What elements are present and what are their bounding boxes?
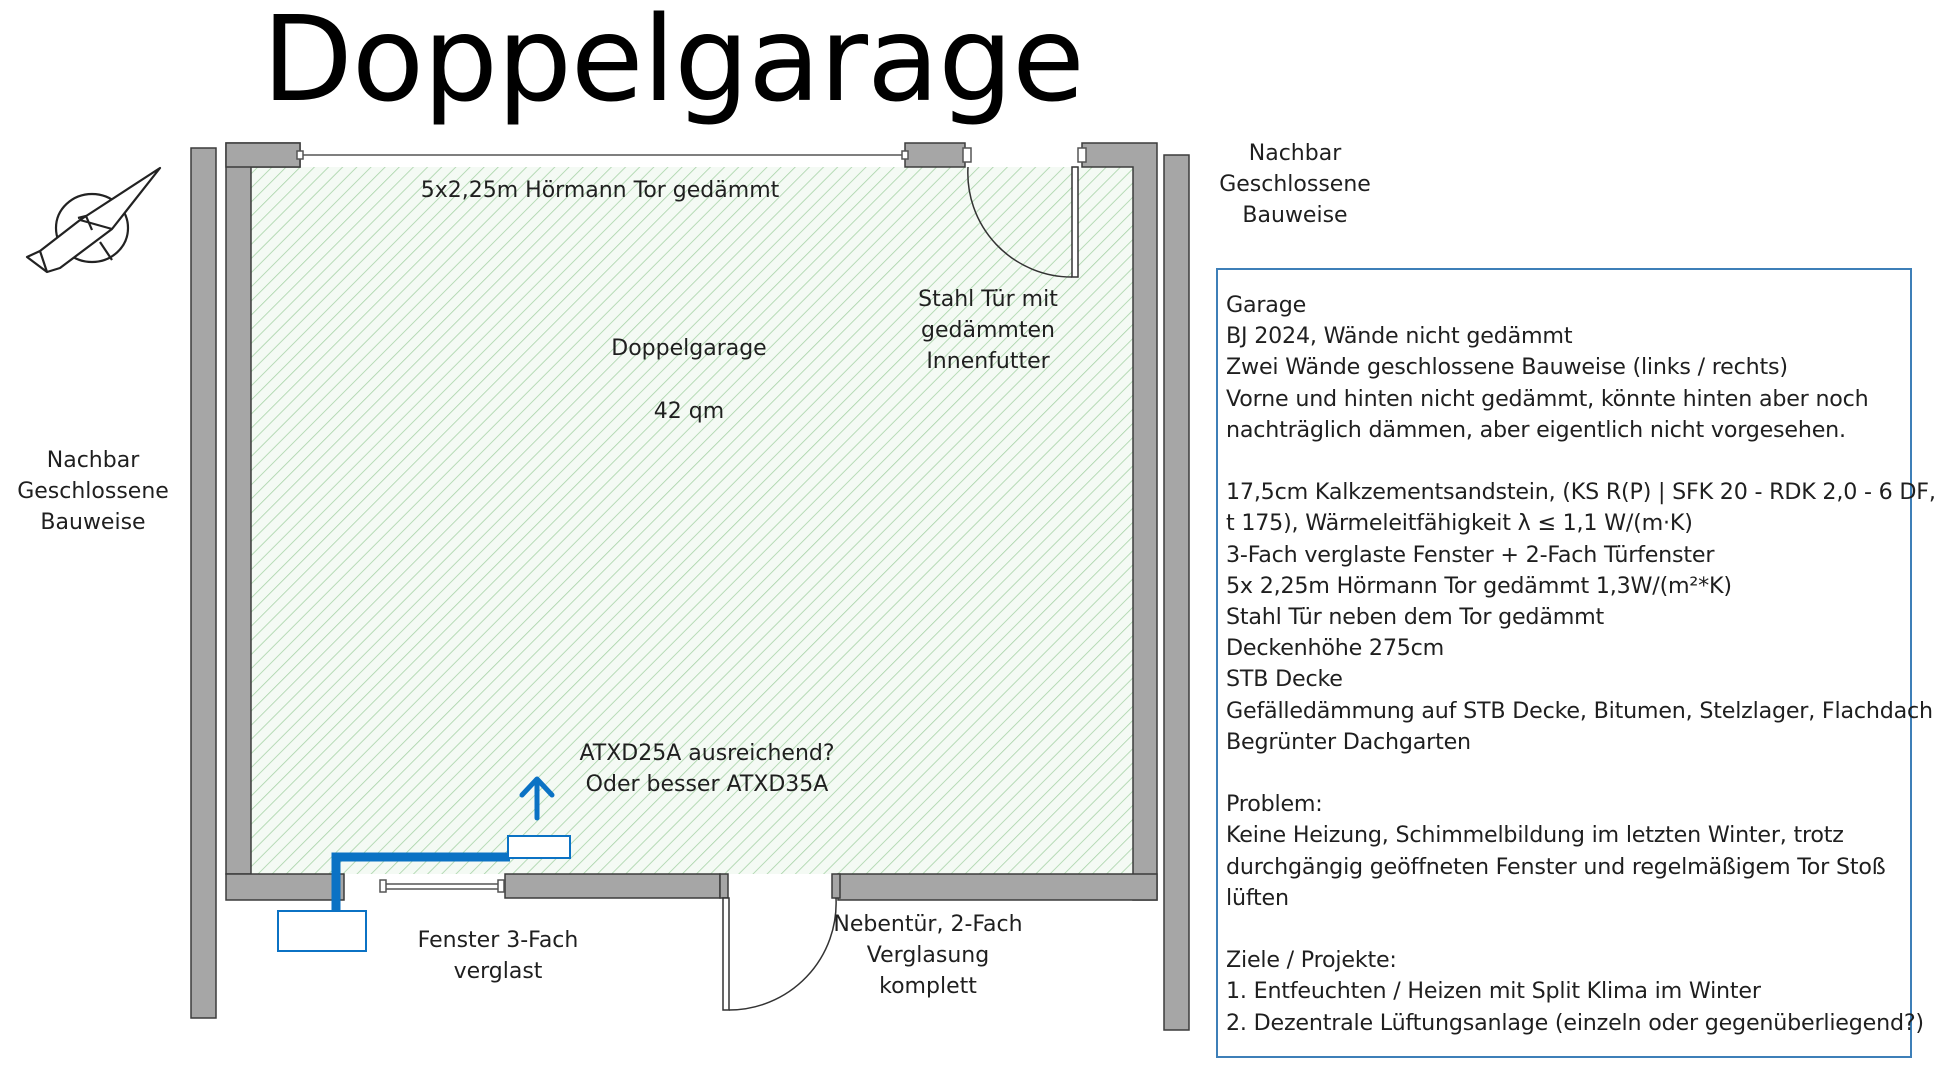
info-line: Ziele / Projekte: <box>1226 947 1397 974</box>
split-ac-system <box>277 776 571 952</box>
airflow-up-arrow-icon <box>519 776 555 821</box>
info-line <box>1226 914 1910 945</box>
room-name-label: Doppelgarage <box>611 336 767 361</box>
steel-door-swing <box>967 166 1079 278</box>
info-line: Gefälledämmung auf STB Decke, Bitumen, S… <box>1226 697 1933 724</box>
info-line: BJ 2024, Wände nicht gedämmt <box>1226 323 1573 350</box>
info-line: 5x 2,25m Hörmann Tor gedämmt 1,3W/(m²*K) <box>1226 572 1732 599</box>
neighbor-wall-right <box>1163 154 1190 1031</box>
gate-post-right <box>904 142 966 168</box>
garage-walls <box>225 142 1158 901</box>
info-line: Begrünter Dachgarten <box>1226 728 1471 755</box>
info-line: Stahl Tür neben dem Tor gedämmt <box>1226 604 1605 631</box>
bottom-left-wall <box>225 873 345 901</box>
info-line: 3-Fach verglaste Fenster + 2-Fach Türfen… <box>1226 541 1715 568</box>
info-line: 1. Entfeuchten / Heizen mit Split Klima … <box>1226 978 1761 1005</box>
bottom-right-wall <box>837 873 1158 901</box>
info-line: nachträglich dämmen, aber eigentlich nic… <box>1226 416 1846 443</box>
neighbor-left-label: Nachbar Geschlossene Bauweise <box>17 448 169 535</box>
gate-post-left <box>225 142 301 168</box>
info-line <box>1226 446 1910 477</box>
info-line: durchgängig geöffneten Fenster und regel… <box>1226 853 1886 880</box>
outdoor-unit <box>277 910 367 952</box>
ac-question-label: ATXD25A ausreichend? Oder besser ATXD35A <box>579 741 835 797</box>
page-title: Doppelgarage <box>262 0 1085 128</box>
compass-north-arrow-icon <box>25 166 162 274</box>
steel-door-label: Stahl Tür mit gedämmten Innenfutter <box>918 287 1058 374</box>
info-line: Garage <box>1226 292 1307 318</box>
refrigerant-pipe <box>331 852 510 914</box>
indoor-unit <box>507 835 571 859</box>
info-line: STB Decke <box>1226 666 1343 693</box>
window-label: Fenster 3-Fach verglast <box>417 928 579 984</box>
info-line: Problem: <box>1226 791 1323 818</box>
door-jamb-left <box>719 873 729 899</box>
info-line: Vorne und hinten nicht gedämmt, könnte h… <box>1226 385 1869 412</box>
neighbor-right-label: Nachbar Geschlossene Bauweise <box>1219 141 1371 228</box>
window-opening <box>379 879 505 893</box>
room-area-label: 42 qm <box>653 399 725 424</box>
gate-label: 5x2,25m Hörmann Tor gedämmt <box>420 178 780 203</box>
info-line: 17,5cm Kalkzementsandstein, (KS R(P) | S… <box>1226 479 1936 506</box>
side-door-swing <box>722 897 837 1011</box>
info-line: t 175), Wärmeleitfähigkeit λ ≤ 1,1 W/(m·… <box>1226 510 1693 537</box>
garage-floor <box>251 167 1133 874</box>
neighbor-wall-left <box>190 147 217 1019</box>
door-jamb-right <box>831 873 841 899</box>
info-line: Keine Heizung, Schimmelbildung im letzte… <box>1226 822 1844 849</box>
info-line <box>1226 758 1910 789</box>
info-line: Zwei Wände geschlossene Bauweise (links … <box>1226 354 1788 381</box>
info-line: 2. Dezentrale Lüftungsanlage (einzeln od… <box>1226 1009 1924 1036</box>
bottom-mid-wall <box>504 873 721 899</box>
info-box: Garage BJ 2024, Wände nicht gedämmt Zwei… <box>1216 268 1936 1058</box>
side-door-label: Nebentür, 2-Fach Verglasung komplett <box>833 912 1023 999</box>
info-line: lüften <box>1226 884 1289 911</box>
gate-opening <box>296 147 1087 163</box>
info-line: Deckenhöhe 275cm <box>1226 635 1445 662</box>
